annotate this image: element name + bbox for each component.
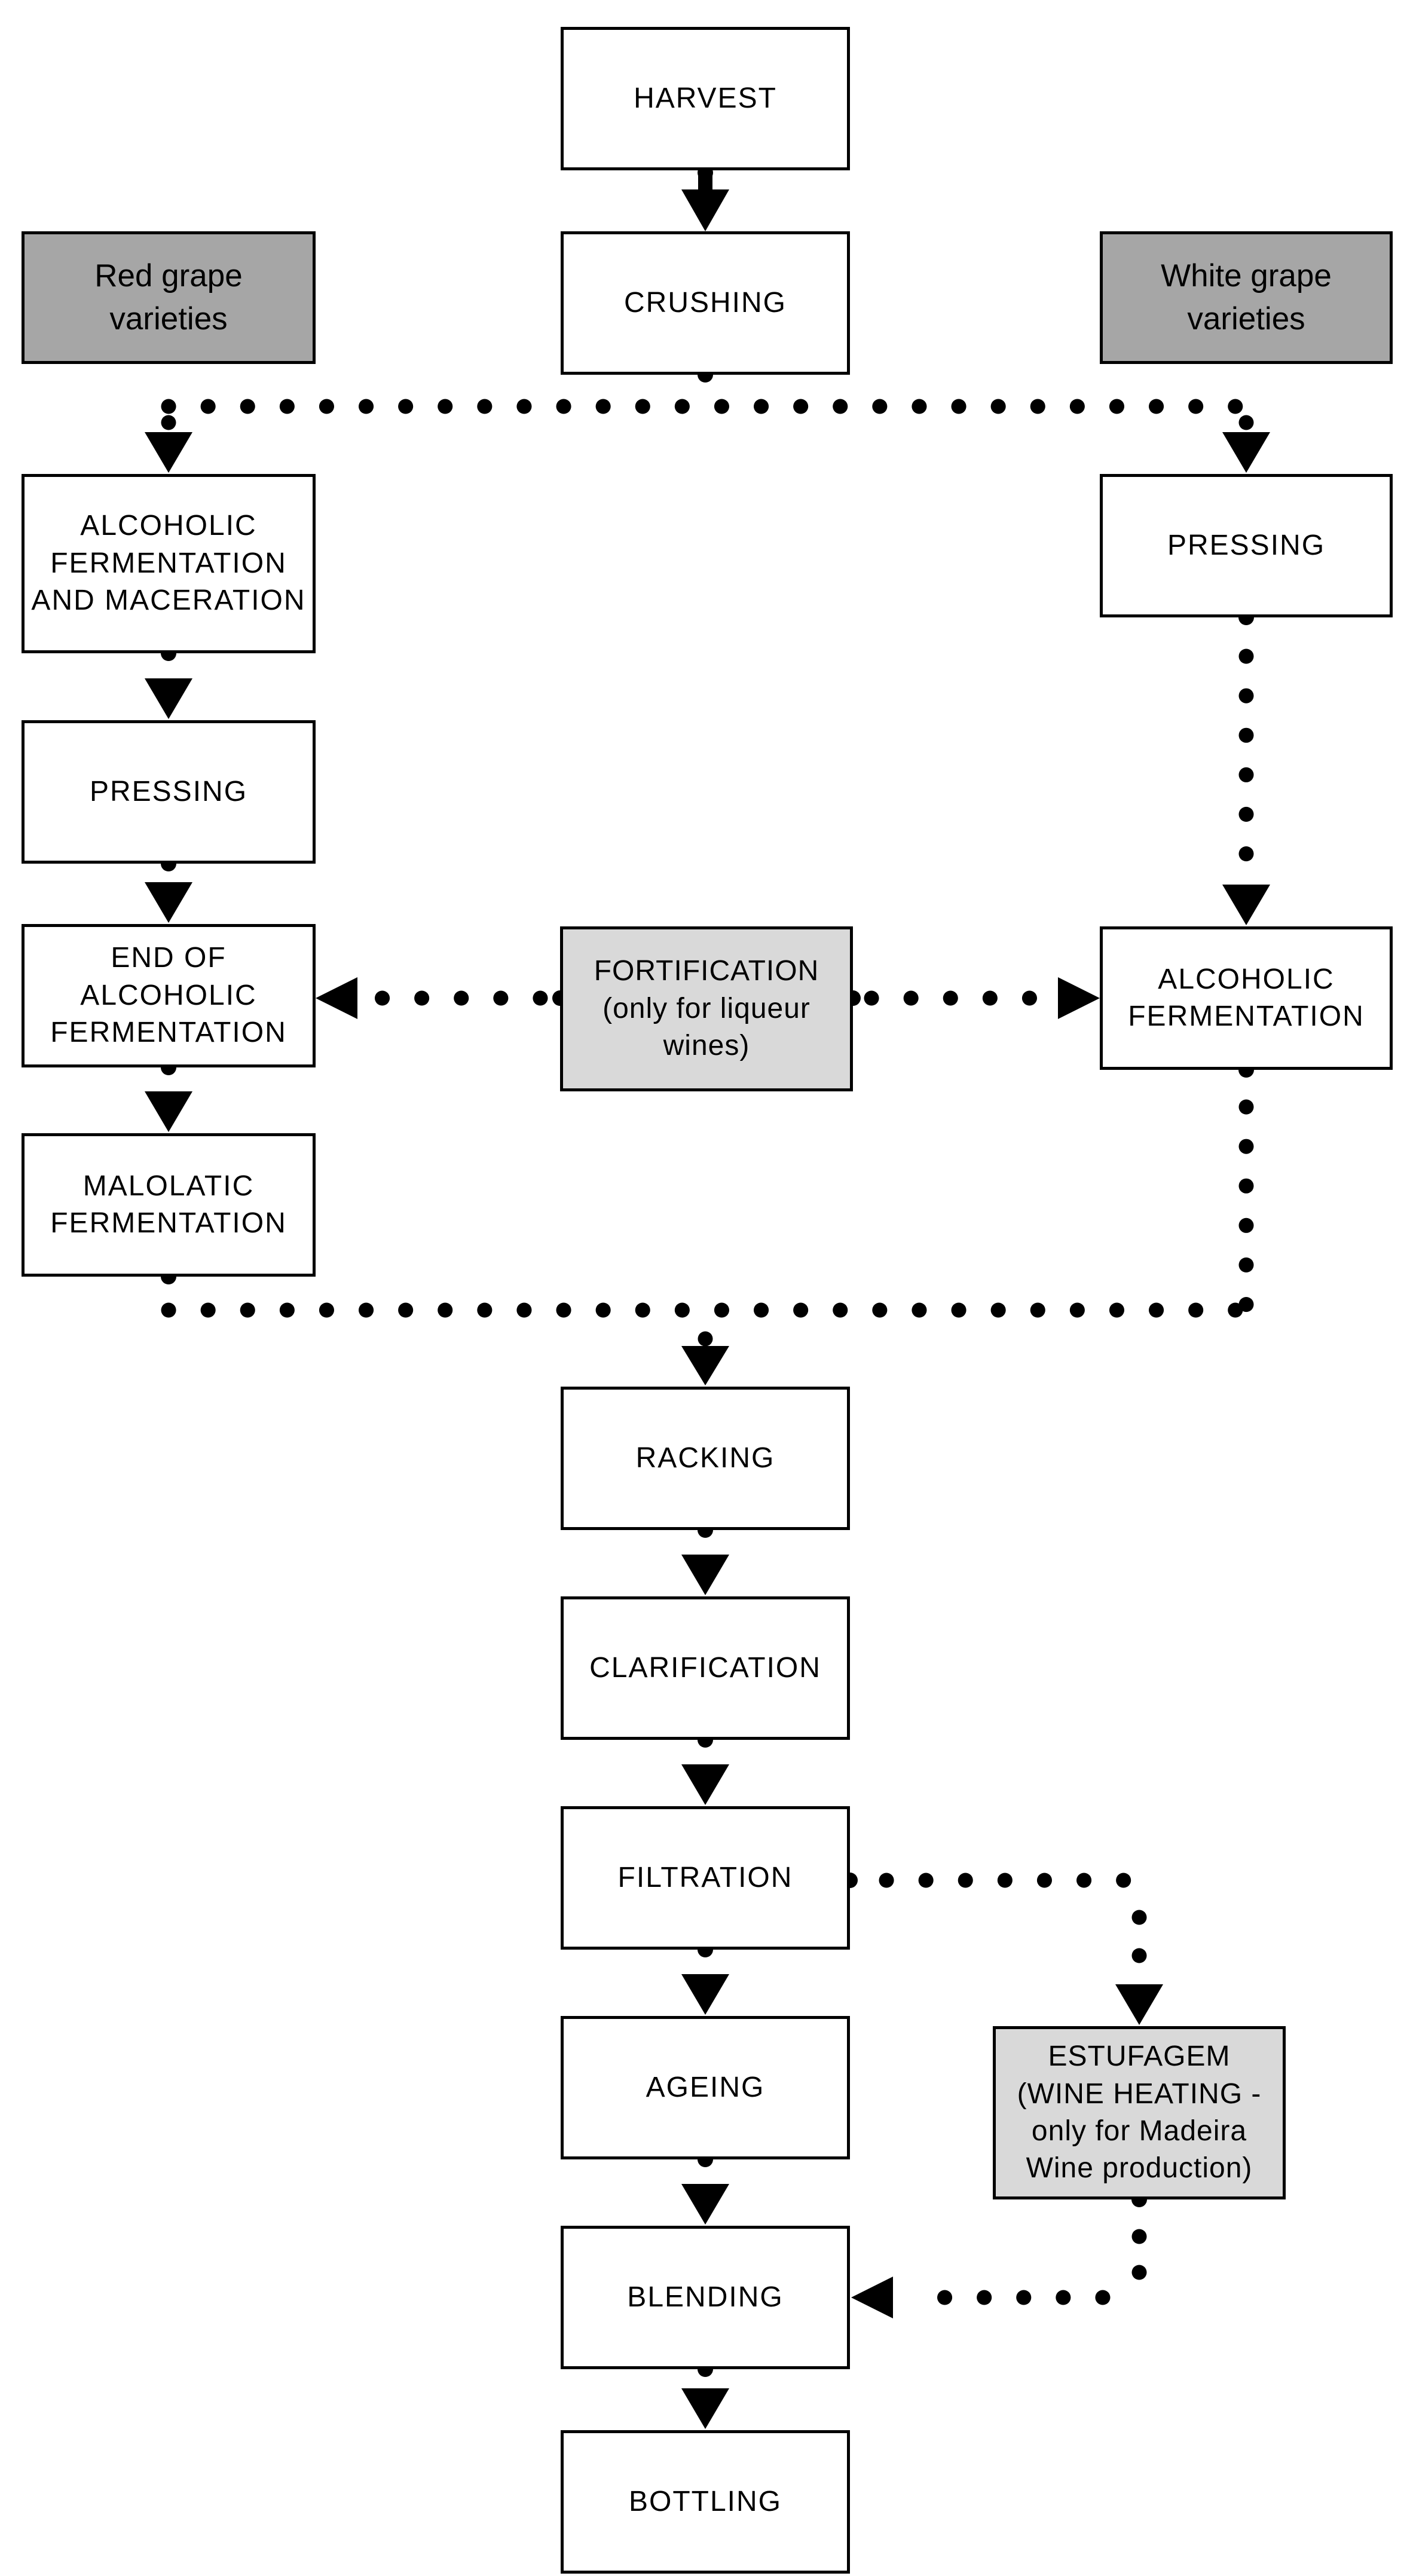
node-estufagem-label: ESTUFAGEM (WINE HEATING - only for Madei… [1017, 2040, 1262, 2185]
node-alcoholic-fermentation-white-label: ALCOHOLIC FERMENTATION [1128, 963, 1365, 1032]
node-clarification: CLARIFICATION [561, 1596, 850, 1740]
node-clarification-label: CLARIFICATION [589, 1651, 821, 1684]
node-ageing-label: AGEING [646, 2071, 765, 2103]
edge-ageing-blending [681, 2152, 729, 2225]
node-alcoholic-fermentation-and-maceration: ALCOHOLIC FERMENTATION AND MACERATION [22, 474, 316, 653]
node-fortification: FORTIFICATION (only for liqueur wines) [560, 926, 853, 1091]
node-crushing: CRUSHING [561, 231, 850, 375]
node-red-grape-varieties-label: Red grape varieties [94, 258, 243, 336]
edge-merge-racking [161, 1062, 1254, 1385]
node-alcoholic-fermentation-white: ALCOHOLIC FERMENTATION [1100, 926, 1393, 1070]
edge-racking-clarification [681, 1522, 729, 1595]
node-alcoholic-fermentation-and-maceration-label: ALCOHOLIC FERMENTATION AND MACERATION [31, 510, 306, 617]
node-pressing-white-label: PRESSING [1167, 529, 1326, 561]
node-end-of-alcoholic-fermentation-label: END OF ALCOHOLIC FERMENTATION [50, 942, 287, 1049]
edge-estufagem-blending [851, 2192, 1147, 2318]
edge-crushing-split [145, 367, 1270, 473]
node-pressing-red-label: PRESSING [89, 775, 248, 807]
node-bottling: BOTTLING [561, 2430, 850, 2574]
node-bottling-label: BOTTLING [628, 2485, 782, 2517]
node-malolatic-fermentation-label: MALOLATIC FERMENTATION [50, 1170, 287, 1239]
edge-pressingwhite-alcfermwhite [1222, 610, 1270, 925]
node-blending: BLENDING [561, 2226, 850, 2369]
node-filtration: FILTRATION [561, 1806, 850, 1950]
edge-clarification-filtration [681, 1732, 729, 1805]
node-filtration-label: FILTRATION [617, 1861, 793, 1893]
node-estufagem: ESTUFAGEM (WINE HEATING - only for Madei… [993, 2026, 1286, 2199]
edge-filtration-estufagem [842, 1873, 1163, 2025]
edge-fortification-alcfermwhite [845, 977, 1100, 1019]
node-white-grape-varieties: White grape varieties [1100, 231, 1393, 364]
edge-endalcferm-malolatic [145, 1060, 192, 1132]
node-racking: RACKING [561, 1387, 850, 1530]
edge-blending-bottling [681, 2361, 729, 2429]
node-ageing: AGEING [561, 2016, 850, 2159]
node-harvest: HARVEST [561, 27, 850, 170]
node-racking-label: RACKING [635, 1442, 775, 1474]
node-harvest-label: HARVEST [634, 82, 777, 114]
node-pressing-white: PRESSING [1100, 474, 1393, 617]
node-blending-label: BLENDING [627, 2281, 784, 2313]
node-malolatic-fermentation: MALOLATIC FERMENTATION [22, 1133, 316, 1277]
node-red-grape-varieties: Red grape varieties [22, 231, 316, 364]
edge-alcfermmac-pressing [145, 645, 192, 719]
node-pressing-red: PRESSING [22, 720, 316, 864]
edge-fortification-endalcferm [316, 977, 568, 1019]
edge-harvest-crushing [681, 165, 729, 231]
node-crushing-label: CRUSHING [623, 286, 787, 319]
node-white-grape-varieties-label: White grape varieties [1161, 258, 1332, 336]
node-end-of-alcoholic-fermentation: END OF ALCOHOLIC FERMENTATION [22, 924, 316, 1067]
edge-filtration-ageing [681, 1942, 729, 2015]
edge-pressing-endalcferm [145, 856, 192, 923]
node-fortification-label: FORTIFICATION (only for liqueur wines) [594, 955, 819, 1062]
